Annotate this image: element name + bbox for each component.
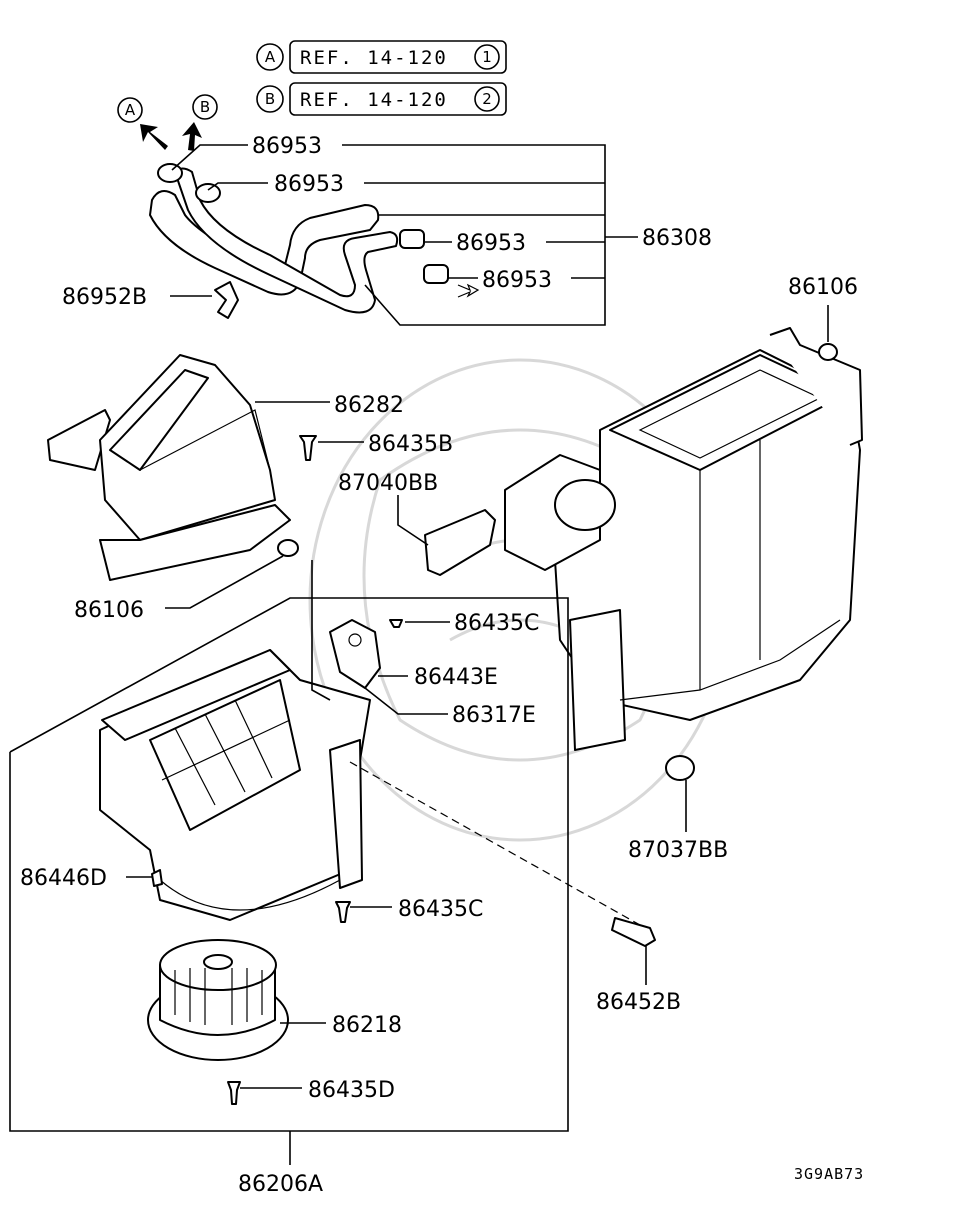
label-86953-3: 86953: [456, 231, 526, 256]
actuator-gear: [348, 633, 362, 647]
ref-b-num: 2: [482, 90, 492, 108]
label-86953-1: 86953: [252, 134, 322, 159]
grommet-icon-left: [277, 539, 299, 557]
direction-arrows: A B: [117, 94, 218, 151]
blower-case: [99, 649, 656, 947]
leader-grommet-left: [165, 555, 284, 609]
screw-icon-actuator: [389, 619, 403, 628]
clip-icon-86446d: [151, 869, 163, 887]
heater-ribs: [699, 440, 761, 690]
label-86106-left: 86106: [74, 598, 144, 623]
actuator-body: [329, 619, 381, 689]
heater-unit: [424, 327, 863, 781]
heater-hose-assembly: [149, 163, 480, 319]
leader-clamp-1: [171, 144, 248, 171]
heater-hose-2: [174, 167, 399, 314]
drain-grommet-icon: [665, 755, 695, 781]
label-86317e: 86317E: [452, 703, 536, 728]
hose-clamp-icon-2: [195, 183, 221, 203]
arrow-b-letter: B: [200, 98, 210, 116]
label-86952b: 86952B: [62, 285, 147, 310]
leader-lines: [126, 144, 829, 1165]
label-86443e: 86443E: [414, 665, 498, 690]
arrow-a-circle: [117, 97, 143, 123]
arrow-a-icon: [140, 124, 168, 150]
bolt-leader-dashed: [349, 761, 641, 926]
duct: [47, 354, 317, 581]
label-86435b: 86435B: [368, 432, 453, 457]
heater-hose-1: [149, 190, 380, 296]
label-86308: 86308: [642, 226, 712, 251]
duct-bottom: [99, 504, 291, 581]
ref-b-text: REF. 14-120: [300, 89, 448, 111]
leader-hose-assy: [342, 144, 638, 326]
hose-clamp-icon-4: [423, 264, 449, 284]
label-86452b: 86452B: [596, 990, 681, 1015]
label-86106-top-right: 86106: [788, 275, 858, 300]
ref-b: B REF. 14-120 2: [256, 82, 507, 116]
label-86218: 86218: [332, 1013, 402, 1038]
ref-b-box: [289, 82, 507, 116]
fan-motor: [147, 939, 289, 1105]
heater-side-plate: [569, 609, 626, 751]
duct-edge: [139, 409, 271, 471]
label-86435c-lower: 86435C: [398, 897, 483, 922]
ref-b-circle: [256, 85, 284, 113]
ref-b-num-circle: [474, 86, 500, 112]
arrow-b-icon: [182, 122, 202, 151]
hose-clamp-icon-3: [399, 229, 425, 249]
label-86446d: 86446D: [20, 866, 107, 891]
diagram-code: 3G9AB73: [794, 1165, 864, 1183]
blower-foam-seal: [101, 649, 291, 741]
label-86953-2: 86953: [274, 172, 344, 197]
heater-inlet-port: [554, 479, 616, 531]
ref-b-letter: B: [265, 90, 275, 108]
blower-side-bracket: [329, 739, 363, 889]
grommet-icon-top-right: [818, 343, 838, 361]
hose-clip-icon: [214, 281, 239, 319]
actuator: [329, 619, 403, 689]
label-86206a: 86206A: [238, 1172, 323, 1197]
screw-icon-86435d: [227, 1081, 241, 1105]
blower-filter-lines: [161, 699, 291, 806]
part-labels: 86953 86953 86953 86953 86308 86952B 861…: [20, 134, 864, 1197]
leader-grommet-case: [311, 560, 331, 701]
leader-drain-plate: [397, 495, 429, 546]
outline-arrow-icon: [457, 283, 480, 298]
ref-a-text: REF. 14-120: [300, 47, 448, 69]
bolt-icon: [611, 917, 656, 947]
leader-actuator-bracket: [364, 687, 448, 715]
heater-pipe: [619, 619, 841, 701]
ref-a-circle: [256, 43, 284, 71]
duct-foam-seal: [109, 369, 209, 471]
label-87040bb: 87040BB: [338, 471, 438, 496]
label-86953-4: 86953: [482, 268, 552, 293]
blower-filter-grid: [149, 679, 301, 831]
label-86435d: 86435D: [308, 1078, 395, 1103]
ref-a-box: [289, 40, 507, 74]
ref-a-num-circle: [474, 44, 500, 70]
drain-plate-icon: [424, 509, 496, 576]
arrow-b-circle: [192, 94, 218, 120]
fan-hub: [203, 954, 233, 970]
hose-clamp-icon-1: [157, 163, 183, 183]
blower-scroll: [159, 879, 341, 911]
label-87037bb: 87037BB: [628, 838, 728, 863]
ref-a: A REF. 14-120 1: [256, 40, 507, 74]
label-86282: 86282: [334, 393, 404, 418]
arrow-a-letter: A: [125, 101, 136, 119]
blower-assembly-frame: [9, 597, 569, 1132]
leader-clamp-2: [207, 182, 268, 191]
screw-icon-86435c-lower: [335, 901, 351, 923]
label-86435c-upper: 86435C: [454, 611, 539, 636]
ref-a-letter: A: [265, 48, 276, 66]
ref-a-num: 1: [482, 48, 492, 66]
screw-icon-86435b: [299, 435, 317, 461]
fan-blades: [174, 968, 263, 1025]
